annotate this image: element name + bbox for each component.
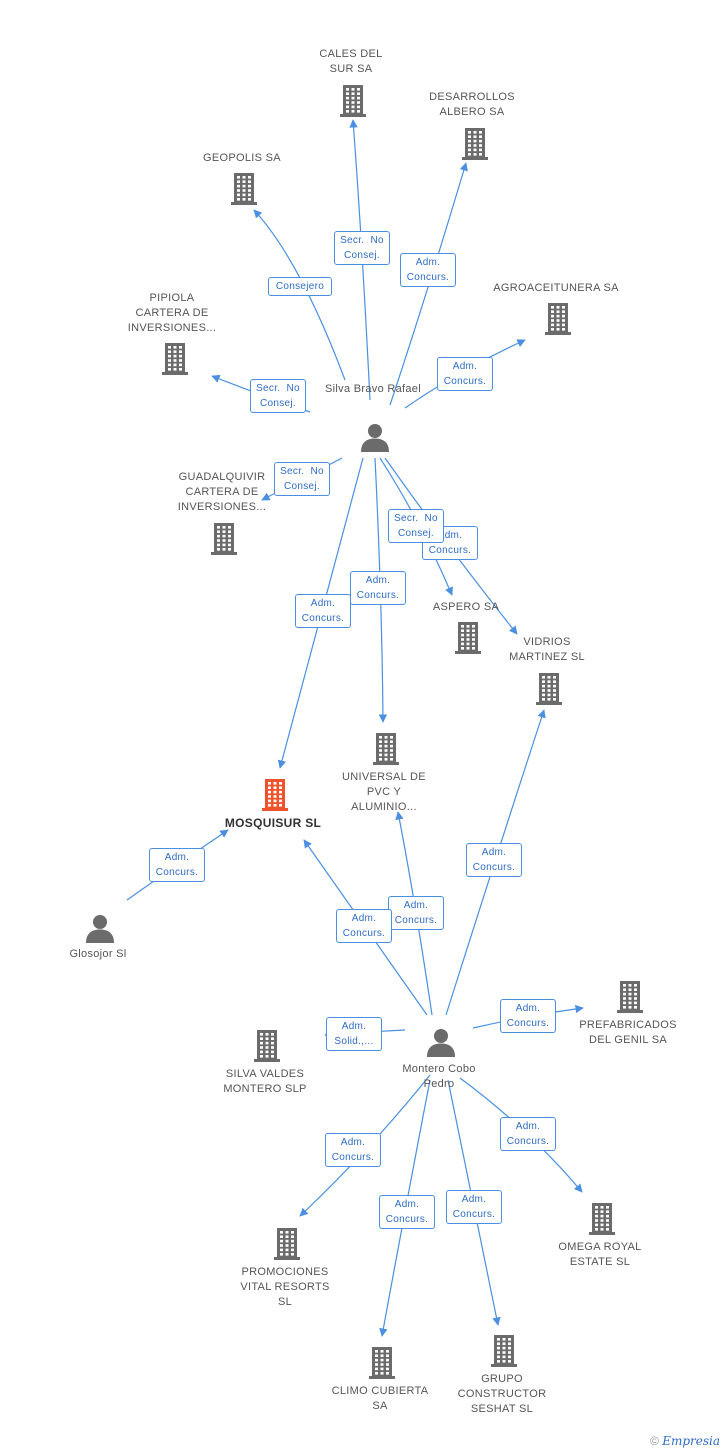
building-icon[interactable]: [372, 731, 400, 770]
role-label-montero-prefab[interactable]: Adm.Concurs.: [500, 999, 556, 1033]
building-icon[interactable]: [544, 301, 572, 340]
role-label-montero-mosquisur[interactable]: Adm.Concurs.: [336, 909, 392, 943]
node-label-silvabravo[interactable]: Silva Bravo Rafael: [325, 383, 421, 395]
brand-name[interactable]: Empresia: [662, 1434, 720, 1448]
person-icon[interactable]: [426, 1027, 456, 1062]
building-icon[interactable]: [339, 83, 367, 122]
role-label-montero-promociones[interactable]: Adm.Concurs.: [325, 1133, 381, 1167]
role-label-montero-climo[interactable]: Adm.Concurs.: [379, 1195, 435, 1229]
edge-silvabravo-desarrollos: [389, 162, 468, 406]
building-icon[interactable]: [588, 1201, 616, 1240]
role-label-glosojor-mosquisur[interactable]: Adm.Concurs.: [149, 848, 205, 882]
role-label-silvabravo-geopolis[interactable]: Consejero: [268, 277, 332, 296]
node-label-aspero[interactable]: ASPERO SA: [432, 601, 500, 613]
node-label-desarrollos[interactable]: DESARROLLOS ALBERO SA: [429, 91, 515, 118]
node-label-montero[interactable]: Montero Cobo Pedro: [402, 1063, 476, 1090]
node-label-prefab[interactable]: PREFABRICADOS DEL GENIL SA: [579, 1019, 677, 1046]
role-label-montero-grupo[interactable]: Adm.Concurs.: [446, 1190, 502, 1224]
building-icon[interactable]: [490, 1333, 518, 1372]
role-label-montero-universal[interactable]: Adm.Concurs.: [388, 896, 444, 930]
building-icon[interactable]: [210, 521, 238, 560]
role-label-montero-omega[interactable]: Adm.Concurs.: [500, 1117, 556, 1151]
role-label-montero-silvavaldes[interactable]: Adm.Solid.,...: [326, 1017, 382, 1051]
building-icon[interactable]: [230, 171, 258, 210]
building-icon[interactable]: [273, 1226, 301, 1265]
brand-footer: © Empresia: [650, 1434, 720, 1448]
role-label-silvabravo-vidrios[interactable]: Adm.Concurs.: [422, 526, 478, 560]
node-label-mosquisur[interactable]: MOSQUISUR SL: [224, 816, 322, 830]
role-label-silvabravo-desarrollos[interactable]: Adm.Concurs.: [400, 253, 456, 287]
role-label-montero-vidrios[interactable]: Adm.Concurs.: [466, 843, 522, 877]
copyright-icon: ©: [650, 1434, 659, 1448]
node-label-climo[interactable]: CLIMO CUBIERTA SA: [331, 1385, 429, 1412]
role-label-silvabravo-universal[interactable]: Adm.Concurs.: [350, 571, 406, 605]
node-label-universal[interactable]: UNIVERSAL DE PVC Y ALUMINIO...: [342, 771, 426, 813]
role-label-silvabravo-agro[interactable]: Adm.Concurs.: [437, 357, 493, 391]
node-label-geopolis[interactable]: GEOPOLIS SA: [203, 152, 281, 164]
building-icon[interactable]: [535, 671, 563, 710]
building-icon[interactable]: [368, 1345, 396, 1384]
node-label-glosojor[interactable]: Glosojor Sl: [69, 948, 127, 960]
node-label-guadalquivir[interactable]: GUADALQUIVIR CARTERA DE INVERSIONES...: [177, 471, 267, 513]
building-icon[interactable]: [161, 341, 189, 380]
role-label-silvabravo-mosquisur[interactable]: Adm.Concurs.: [295, 594, 351, 628]
node-label-cales[interactable]: CALES DEL SUR SA: [319, 48, 383, 75]
node-label-silvavaldes[interactable]: SILVA VALDES MONTERO SLP: [223, 1068, 307, 1095]
node-label-pipiola[interactable]: PIPIOLA CARTERA DE INVERSIONES...: [127, 292, 217, 334]
building-icon[interactable]: [261, 777, 289, 816]
building-icon[interactable]: [454, 620, 482, 659]
person-icon[interactable]: [85, 913, 115, 948]
node-label-vidrios[interactable]: VIDRIOS MARTINEZ SL: [509, 636, 585, 663]
person-icon[interactable]: [360, 422, 390, 457]
node-label-promociones[interactable]: PROMOCIONES VITAL RESORTS SL: [240, 1266, 330, 1308]
node-label-agro[interactable]: AGROACEITUNERA SA: [493, 282, 619, 294]
building-icon[interactable]: [616, 979, 644, 1018]
node-label-grupo[interactable]: GRUPO CONSTRUCTOR SESHAT SL: [457, 1373, 547, 1415]
node-label-omega[interactable]: OMEGA ROYAL ESTATE SL: [558, 1241, 642, 1268]
building-icon[interactable]: [253, 1028, 281, 1067]
building-icon[interactable]: [461, 126, 489, 165]
